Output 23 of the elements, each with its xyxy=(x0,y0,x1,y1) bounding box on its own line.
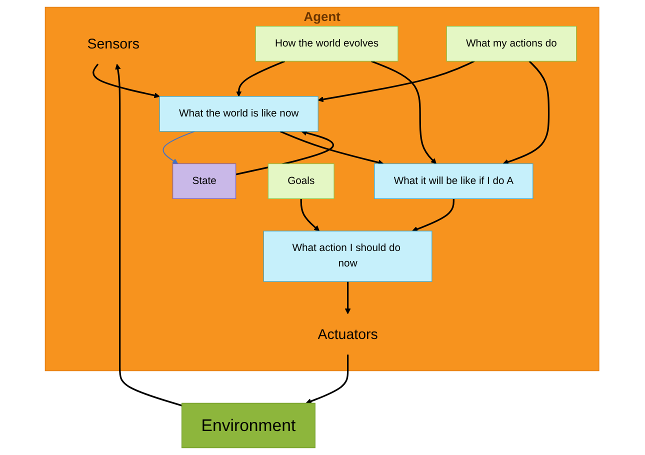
arrow xyxy=(345,282,352,314)
node-box: Environment xyxy=(182,402,316,448)
node-text: Actuators xyxy=(318,326,378,342)
node-box: How the world evolves xyxy=(256,26,399,62)
node-box: What it will be like if I do A xyxy=(374,163,534,200)
arrow xyxy=(503,60,550,165)
arrow xyxy=(280,130,384,166)
node-box: What action I should do now xyxy=(264,230,433,282)
arrow xyxy=(300,198,320,232)
arrow xyxy=(236,60,286,97)
node-box: State xyxy=(172,163,237,200)
arrow xyxy=(163,130,196,164)
node-box: Goals xyxy=(268,163,335,200)
arrow xyxy=(318,60,476,102)
node-box: What the world is like now xyxy=(160,96,319,132)
node-box: What my actions do xyxy=(446,26,578,62)
arrow xyxy=(92,64,160,98)
arrow xyxy=(236,130,334,176)
node-text: Sensors xyxy=(88,36,140,52)
arrow xyxy=(306,354,350,404)
arrow xyxy=(371,60,437,164)
arrow xyxy=(412,198,455,232)
arrow xyxy=(115,64,182,406)
